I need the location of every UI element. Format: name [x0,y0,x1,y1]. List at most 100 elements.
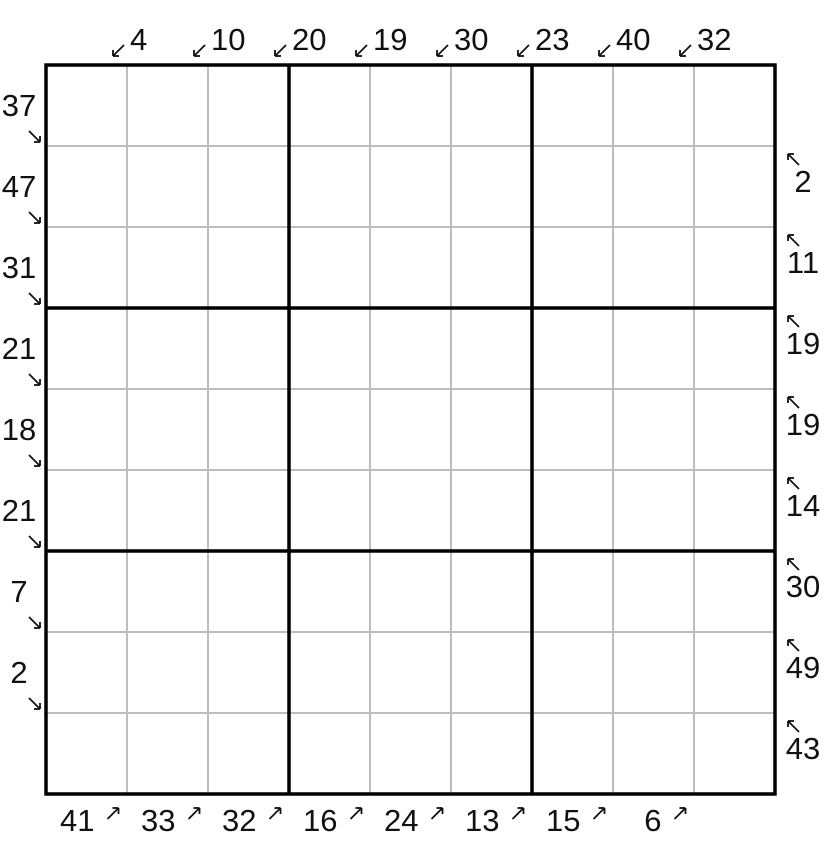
grid-cell[interactable] [451,146,532,227]
grid-cell[interactable] [532,227,613,308]
grid-cell[interactable] [532,308,613,389]
clue-number: 32 [697,22,731,57]
grid-cell[interactable] [613,146,694,227]
grid-cell[interactable] [127,713,208,794]
grid-cell[interactable] [370,470,451,551]
down-right-arrow-icon [28,130,41,143]
thin-grid-lines [46,65,775,794]
up-left-arrow-icon [787,396,800,409]
grid-cell[interactable] [451,308,532,389]
grid-cell[interactable] [532,65,613,146]
grid-cell[interactable] [46,551,127,632]
grid-cell[interactable] [451,227,532,308]
bottom-clue: 32 [222,803,282,838]
grid-cell[interactable] [451,470,532,551]
down-left-arrow-icon [598,44,611,57]
grid-cell[interactable] [613,227,694,308]
grid-cell[interactable] [370,308,451,389]
grid-cell[interactable] [46,65,127,146]
grid-cell[interactable] [370,632,451,713]
grid-cell[interactable] [127,632,208,713]
grid-cell[interactable] [289,389,370,470]
grid-cell[interactable] [208,227,289,308]
down-right-arrow-icon [28,535,41,548]
grid-cell[interactable] [46,227,127,308]
grid-cell[interactable] [370,65,451,146]
grid-cell[interactable] [613,551,694,632]
grid-cell[interactable] [208,632,289,713]
grid-cell[interactable] [46,632,127,713]
grid-cell[interactable] [46,146,127,227]
grid-cell[interactable] [127,308,208,389]
grid-cell[interactable] [208,470,289,551]
grid-cell[interactable] [289,65,370,146]
grid-cell[interactable] [289,308,370,389]
grid-cell[interactable] [289,551,370,632]
top-clue: 19 [355,22,407,57]
grid-cell[interactable] [289,713,370,794]
grid-cell[interactable] [613,713,694,794]
grid-cell[interactable] [289,470,370,551]
clue-number: 20 [292,22,326,57]
clue-number: 16 [303,803,337,838]
grid-cell[interactable] [127,146,208,227]
grid-cell[interactable] [370,551,451,632]
grid-cell[interactable] [370,146,451,227]
grid-cell[interactable] [127,227,208,308]
grid-cell[interactable] [370,389,451,470]
grid-cell[interactable] [694,551,775,632]
grid-cell[interactable] [127,470,208,551]
clue-number: 2 [794,164,811,199]
grid-cell[interactable] [127,389,208,470]
grid-cell[interactable] [532,632,613,713]
clue-number: 40 [616,22,650,57]
grid-cell[interactable] [46,470,127,551]
grid-cell[interactable] [289,632,370,713]
grid-cell[interactable] [370,713,451,794]
clue-number: 18 [2,412,36,447]
grid-cell[interactable] [694,308,775,389]
grid-cell[interactable] [289,227,370,308]
grid-cell[interactable] [451,389,532,470]
grid-cell[interactable] [532,146,613,227]
grid-cell[interactable] [694,65,775,146]
grid-cell[interactable] [694,713,775,794]
grid-cell[interactable] [46,713,127,794]
grid-cell[interactable] [532,713,613,794]
grid-cell[interactable] [613,632,694,713]
grid-cell[interactable] [208,551,289,632]
grid-cell[interactable] [46,389,127,470]
grid-cell[interactable] [127,65,208,146]
grid-cell[interactable] [613,308,694,389]
grid-cell[interactable] [613,389,694,470]
grid-cell[interactable] [451,65,532,146]
grid-cell[interactable] [208,713,289,794]
down-right-arrow-icon [28,454,41,467]
grid-cell[interactable] [208,65,289,146]
grid-cell[interactable] [532,470,613,551]
grid-cell[interactable] [208,146,289,227]
grid-cell[interactable] [46,308,127,389]
grid-cell[interactable] [451,632,532,713]
grid-cell[interactable] [451,551,532,632]
up-right-arrow-icon [187,807,201,820]
grid-cell[interactable] [694,146,775,227]
grid-cell[interactable] [208,308,289,389]
grid-cell[interactable] [208,389,289,470]
grid-cell[interactable] [613,65,694,146]
clue-number: 30 [786,569,820,604]
grid-cell[interactable] [289,146,370,227]
grid-cell[interactable] [370,227,451,308]
grid-cell[interactable] [127,551,208,632]
grid-cell[interactable] [532,551,613,632]
grid-cell[interactable] [613,470,694,551]
grid-cell[interactable] [694,632,775,713]
grid-cell[interactable] [694,470,775,551]
grid-cell[interactable] [532,389,613,470]
right-clue: 43 [786,720,820,766]
grid-cell[interactable] [451,713,532,794]
grid-cell[interactable] [694,227,775,308]
grid-cell[interactable] [694,389,775,470]
